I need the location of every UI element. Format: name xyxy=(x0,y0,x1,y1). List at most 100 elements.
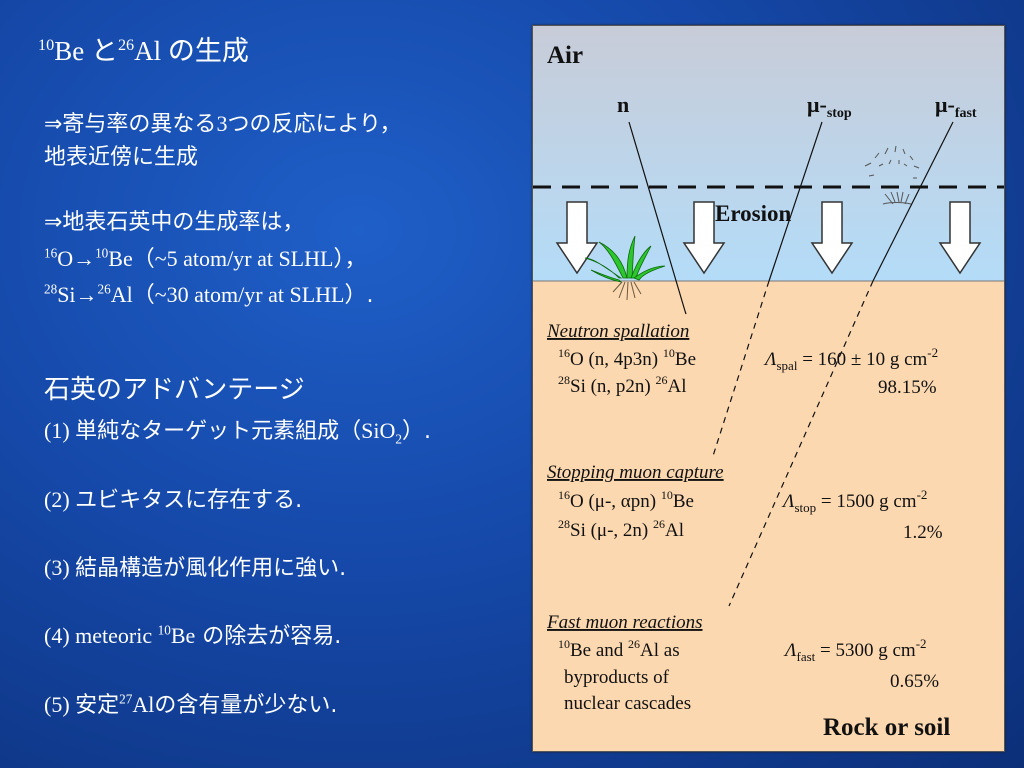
sup-28: 28 xyxy=(558,517,570,531)
al-as-text: Al as xyxy=(640,640,680,661)
advantage-item-3: (3) 結晶構造が風化作用に強い. xyxy=(44,557,346,580)
fast-percentage: 0.65% xyxy=(890,671,939,692)
air-layer xyxy=(533,26,1004,281)
title-sup-26: 26 xyxy=(117,36,135,54)
sup-26: 26 xyxy=(97,281,111,297)
reaction-text: Si (n, p2n) xyxy=(570,376,656,397)
figure-svg: Air n μ-stop μ-fast Erosion Neutr xyxy=(533,26,1004,751)
mu-stop-track-solid xyxy=(768,121,823,282)
sub-2: 2 xyxy=(395,431,403,447)
mu-stop-track-dashed xyxy=(712,280,770,457)
paren-close: ）. xyxy=(402,419,432,444)
paren-open: （ xyxy=(132,247,155,272)
item-number: (1) xyxy=(44,418,76,443)
lambda-subscript: stop xyxy=(794,500,816,515)
lambda-fast: Λfast = 5300 g cm-2 xyxy=(783,636,927,664)
item-text-jp: の含有量が少ない. xyxy=(154,693,338,718)
be-text: Be xyxy=(675,349,696,370)
be-rate: ~5 atom/yr at SLHL xyxy=(154,246,334,271)
mu-stop-subscript: stop xyxy=(827,106,852,121)
sup-28: 28 xyxy=(558,373,570,387)
erosion-arrow-3 xyxy=(810,201,854,275)
item-number: (3) xyxy=(44,555,76,580)
mu-fast-symbol: μ- xyxy=(935,92,955,117)
neutron-track-dashed xyxy=(684,310,687,315)
sup-16: 16 xyxy=(44,245,58,261)
p1-line1: ⇒寄与率の異なる3つの反応により， xyxy=(44,113,401,136)
lambda-value: = 1500 g cm xyxy=(816,491,917,512)
lambda-stop: Λstop = 1500 g cm-2 xyxy=(781,487,927,515)
sup-10: 10 xyxy=(661,488,673,502)
p1-text-b: つの反応により， xyxy=(227,112,402,137)
title-to: と xyxy=(90,36,118,67)
item-number: (2) xyxy=(44,487,76,512)
mu-stop-symbol: μ- xyxy=(807,92,827,117)
rock-or-soil-label: Rock or soil xyxy=(823,714,950,741)
title-be: Be xyxy=(54,36,91,66)
mu-stop-label: μ-stop xyxy=(807,92,852,121)
reaction-text: O (n, 4p3n) xyxy=(570,349,663,370)
title-sup-10: 10 xyxy=(38,36,55,54)
neutron-reaction-be: 16O (n, 4p3n) 10Be xyxy=(558,346,696,370)
item-text: 結晶構造が風化作用に強い. xyxy=(75,556,347,581)
advantage-item-1: (1) 単純なターゲット元素組成（SiO2）. xyxy=(44,418,432,447)
al-rate: ~30 atom/yr at SLHL xyxy=(154,282,345,307)
fast-reaction-line2: byproducts of xyxy=(564,667,670,688)
item-text: meteoric xyxy=(75,623,158,648)
si-arrow: Si→ xyxy=(57,282,98,307)
sup-16: 16 xyxy=(558,346,570,360)
fast-reaction-line1: 10Be and 26Al as xyxy=(558,637,680,661)
neutron-track-solid xyxy=(628,121,686,312)
mu-fast-track-dashed xyxy=(728,280,874,607)
item-number: (4) xyxy=(44,623,76,648)
lambda-symbol: Λ xyxy=(763,349,777,370)
lambda-symbol: Λ xyxy=(781,491,795,512)
be-text: Be xyxy=(108,246,133,271)
item-text: ユビキタスに存在する. xyxy=(75,488,303,513)
fast-reaction-line3: nuclear cascades xyxy=(564,693,691,714)
title-al: Al xyxy=(134,36,168,66)
uprooted-grass-icon xyxy=(864,145,920,205)
al-text: Al xyxy=(132,692,155,717)
lambda-exponent: -2 xyxy=(927,345,938,360)
item-number: (5) xyxy=(44,692,76,717)
title-seisei: の生成 xyxy=(167,36,249,67)
neutron-label: n xyxy=(617,92,629,117)
neutron-reaction-al: 28Si (n, p2n) 26Al xyxy=(558,373,687,397)
reaction-text: Si (μ-, 2n) xyxy=(570,520,653,541)
sup-27: 27 xyxy=(119,691,133,707)
sup-10: 10 xyxy=(558,637,570,651)
al-text: Al xyxy=(665,520,684,541)
p2-line2: 16O→10Be（~5 atom/yr at SLHL）， xyxy=(44,245,367,272)
lambda-symbol: Λ xyxy=(783,640,797,661)
p2-line1: ⇒地表石英中の生成率は， xyxy=(44,210,305,235)
lambda-spal: Λspal = 160 ± 10 g cm-2 xyxy=(763,345,938,373)
sup-10: 10 xyxy=(157,622,171,638)
paren-close: ）， xyxy=(333,247,367,272)
stopping-muon-title: Stopping muon capture xyxy=(547,462,724,483)
p2-line3: 28Si→26Al（~30 atom/yr at SLHL）. xyxy=(44,281,374,308)
o-arrow: O→ xyxy=(57,246,96,271)
paren-close: ）. xyxy=(344,283,374,308)
sup-26: 26 xyxy=(653,517,665,531)
sup-10: 10 xyxy=(95,245,109,261)
sup-16: 16 xyxy=(558,488,570,502)
be-text: Be xyxy=(170,623,196,648)
grass-icon xyxy=(584,235,666,301)
advantage-item-4: (4) meteoric 10Be の除去が容易. xyxy=(44,622,342,649)
sup-26: 26 xyxy=(656,373,668,387)
stopping-reaction-al: 28Si (μ-, 2n) 26Al xyxy=(558,517,684,541)
reaction-text: Be and xyxy=(570,640,628,661)
advantages-heading: 石英のアドバンテージ xyxy=(44,375,305,405)
al-text: Al xyxy=(668,376,687,397)
item-text-jp: の除去が容易. xyxy=(195,624,342,649)
be-text: Be xyxy=(673,491,694,512)
al-text: Al xyxy=(110,282,133,307)
mu-fast-track-solid xyxy=(872,121,954,282)
air-label: Air xyxy=(547,42,583,69)
sup-26: 26 xyxy=(628,637,640,651)
fast-muon-title: Fast muon reactions xyxy=(546,612,703,633)
neutron-spallation-title: Neutron spallation xyxy=(546,321,689,342)
stopping-percentage: 1.2% xyxy=(903,522,943,543)
erosion-arrow-2 xyxy=(682,201,726,275)
